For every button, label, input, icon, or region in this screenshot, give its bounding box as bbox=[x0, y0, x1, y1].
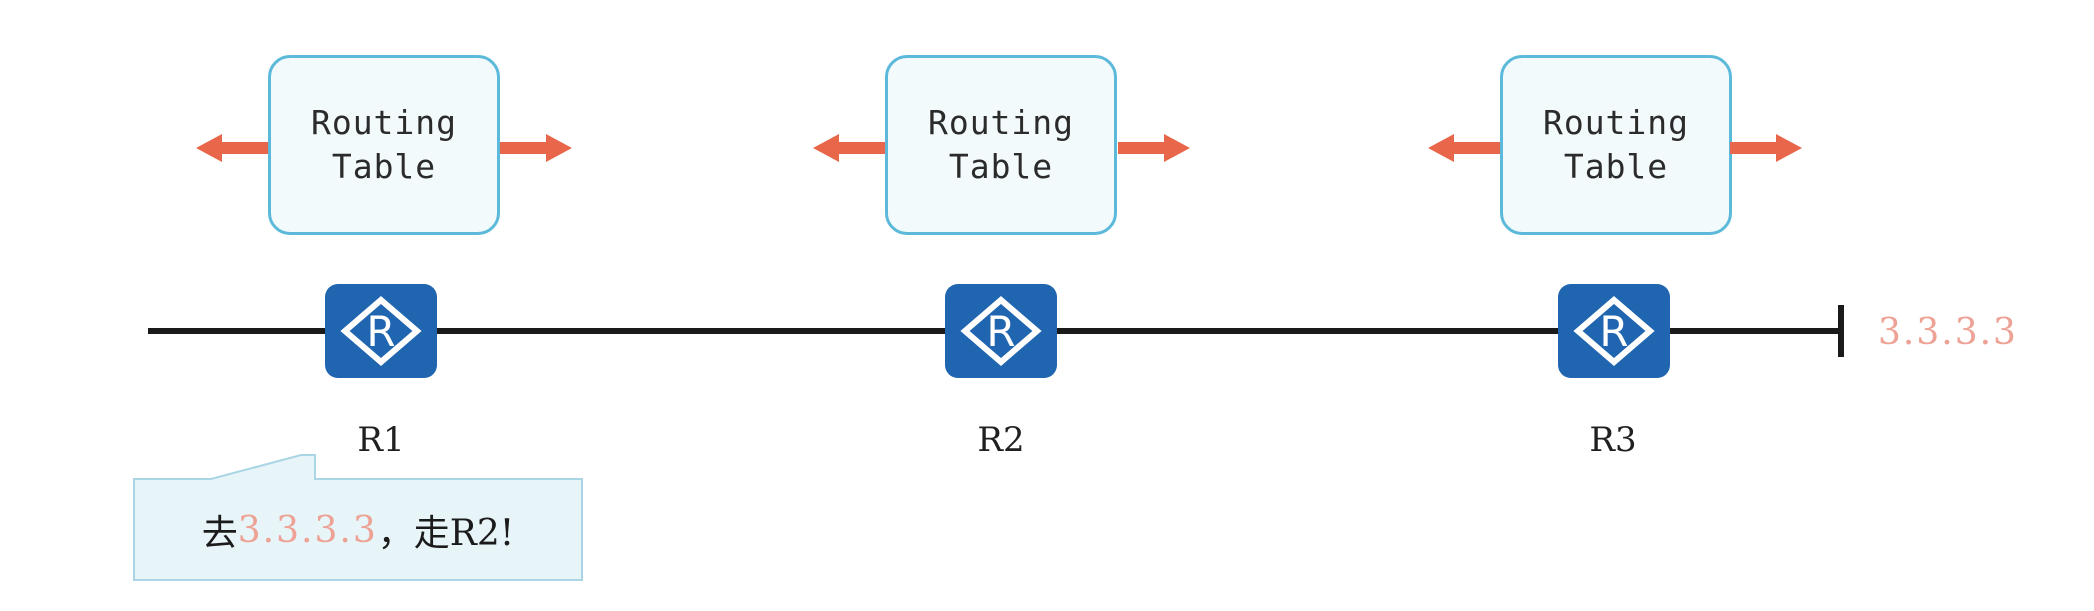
routing-table-label-line2: Table bbox=[1563, 147, 1669, 186]
router-label-r2: R2 bbox=[977, 420, 1025, 460]
callout-prefix: 去 bbox=[201, 513, 238, 554]
arrow-left-icon-r2 bbox=[813, 131, 885, 165]
routing-table-label-line2: Table bbox=[331, 147, 437, 186]
arrow-right-icon-r3 bbox=[1730, 131, 1802, 165]
router-label-r1: R1 bbox=[357, 420, 405, 460]
router-icon-r2: R bbox=[945, 284, 1057, 378]
routing-table-box-r3: Routing Table bbox=[1500, 55, 1732, 235]
arrow-right-icon-r1 bbox=[500, 131, 572, 165]
callout-suffix: ，走R2! bbox=[377, 513, 515, 554]
callout-address: 3.3.3.3 bbox=[237, 509, 378, 551]
router-icon-r3: R bbox=[1558, 284, 1670, 378]
routing-table-label-line1: Routing bbox=[1542, 103, 1690, 143]
routing-table-label-line2: Table bbox=[948, 147, 1054, 186]
routing-table-box-r2: Routing Table bbox=[885, 55, 1117, 235]
arrow-left-icon-r3 bbox=[1428, 131, 1500, 165]
arrow-left-icon-r1 bbox=[196, 131, 268, 165]
router-label-r3: R3 bbox=[1589, 420, 1637, 460]
svg-text:R: R bbox=[986, 307, 1015, 356]
svg-text:R: R bbox=[1599, 307, 1628, 356]
routing-table-box-r1: Routing Table bbox=[268, 55, 500, 235]
svg-text:R: R bbox=[366, 307, 395, 356]
router-icon-r1: R bbox=[325, 284, 437, 378]
destination-address-label: 3.3.3.3 bbox=[1878, 312, 2018, 353]
arrow-right-icon-r2 bbox=[1118, 131, 1190, 165]
routing-table-label-line1: Routing bbox=[310, 103, 458, 143]
line-terminator-icon bbox=[1838, 305, 1844, 357]
routing-table-label-line1: Routing bbox=[927, 103, 1075, 143]
